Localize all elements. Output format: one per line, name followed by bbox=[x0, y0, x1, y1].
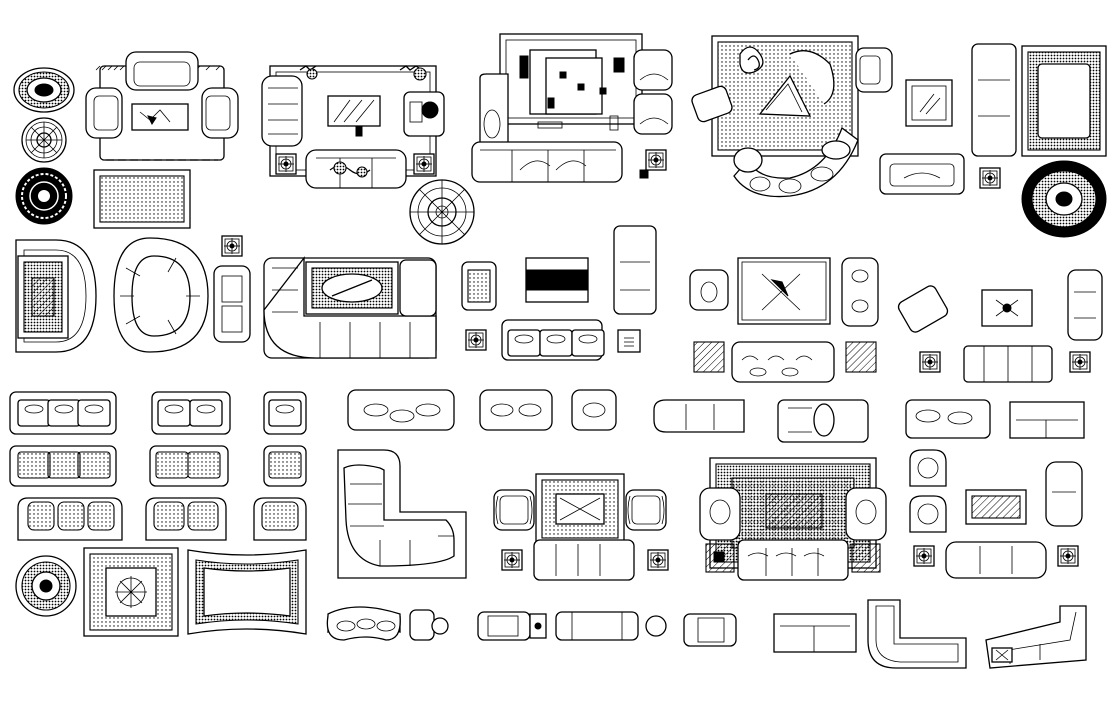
sofa-set-small bbox=[689, 257, 879, 383]
recliner-chair bbox=[477, 611, 547, 641]
sofa-3-seat-pillows bbox=[9, 391, 117, 435]
bench bbox=[1009, 401, 1085, 439]
lounge-with-table bbox=[555, 611, 667, 641]
square-rug bbox=[83, 547, 179, 637]
sofa-3-seat-rounded bbox=[17, 497, 123, 541]
sofa-pillows-short bbox=[479, 389, 553, 431]
lounge-set-with-rug bbox=[85, 51, 239, 161]
corner-sofa-bottom bbox=[985, 605, 1087, 669]
armchair-bottom bbox=[683, 613, 737, 647]
armchair-pillow bbox=[571, 389, 617, 431]
round-rug-ornate bbox=[13, 67, 75, 113]
sofa-2-seat-rounded bbox=[145, 497, 227, 541]
chaise-right bbox=[905, 399, 991, 439]
sofa-3-seat-dotted bbox=[9, 445, 117, 487]
sofa-2-seat-pillows bbox=[151, 391, 231, 435]
curved-corner-sofa bbox=[337, 449, 467, 579]
sofa-set-right bbox=[897, 269, 1103, 383]
l-shaped-sofa bbox=[867, 599, 967, 669]
sofa-set-with-ornate-rug bbox=[263, 256, 437, 359]
sofa-with-side-tables bbox=[879, 43, 1107, 238]
armchair-with-rug bbox=[461, 225, 657, 361]
round-coffee-table bbox=[409, 179, 475, 245]
tv-unit-right bbox=[965, 489, 1027, 525]
tv-lounge-set bbox=[261, 65, 445, 189]
corner-sofa-set bbox=[471, 33, 673, 183]
round-rug-bottom bbox=[15, 555, 77, 617]
single-chair bbox=[263, 391, 307, 435]
dotted-rug bbox=[93, 169, 191, 229]
curved-lounge-set bbox=[691, 35, 893, 198]
single-chair-rounded bbox=[253, 497, 307, 541]
fringed-rug bbox=[187, 549, 307, 635]
round-rug-dark bbox=[15, 167, 73, 225]
large-sofa-set-with-rug bbox=[699, 457, 887, 581]
curved-sofa-bottom bbox=[326, 606, 401, 641]
lounge-chair-small bbox=[213, 265, 251, 343]
chair-with-table bbox=[409, 609, 449, 641]
loveseat-bottom bbox=[773, 613, 857, 653]
armchairs-pair bbox=[909, 449, 947, 533]
round-rug-medallion bbox=[21, 117, 67, 163]
sofa-pillows-long bbox=[347, 389, 455, 431]
loveseat-right bbox=[1045, 461, 1083, 527]
single-chair-dotted bbox=[263, 445, 307, 487]
lounge-chair-footrest bbox=[777, 399, 869, 443]
oval-sofa bbox=[113, 237, 209, 353]
sofa-2-seat-dotted bbox=[149, 445, 229, 487]
rounded-sofa bbox=[15, 239, 97, 353]
sofa-right-bottom bbox=[945, 541, 1047, 579]
chaise-sofa bbox=[653, 399, 745, 433]
center-lounge-set bbox=[493, 473, 669, 581]
